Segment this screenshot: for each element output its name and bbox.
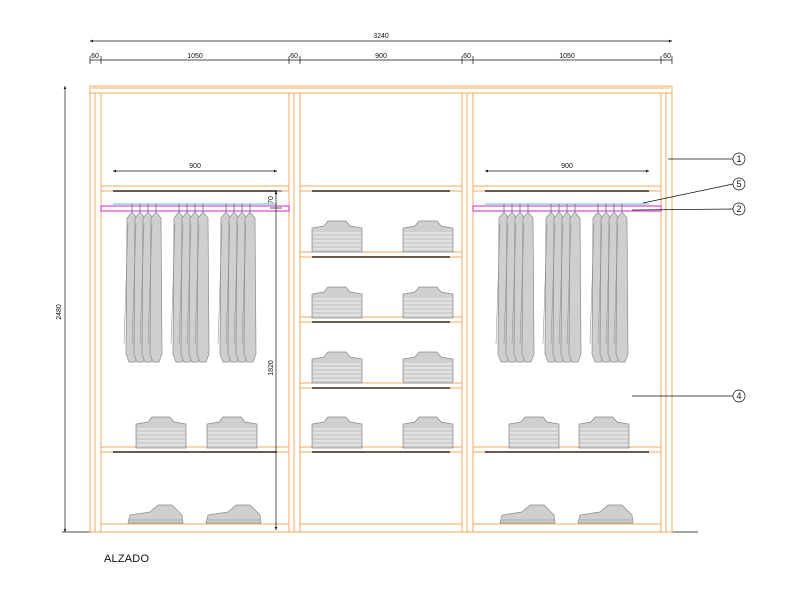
hanging-jacket-icon — [613, 204, 629, 363]
dim-overall-width: 3240 — [373, 33, 389, 40]
callout-2: 2 — [736, 204, 741, 214]
folded-shirt-icon — [135, 416, 187, 449]
hanging-clothes — [123, 204, 629, 363]
dim-bay-left: 1050 — [187, 53, 203, 60]
folded-shirt-icon — [508, 416, 560, 449]
dim-side-left: 60 — [91, 53, 99, 60]
drawing-title: ALZADO — [104, 553, 150, 565]
shelf-center-5 — [299, 446, 463, 453]
callout-1: 1 — [736, 154, 741, 164]
shelf-left-bottom — [100, 446, 290, 453]
folded-shirt-icon — [578, 416, 630, 449]
hanging-jacket-icon — [147, 204, 163, 363]
wardrobe-carcass — [89, 85, 673, 533]
dim-ticks — [89, 56, 673, 64]
folded-shirt-icon — [402, 351, 454, 384]
folded-shirts — [135, 220, 630, 449]
shelves — [100, 185, 662, 453]
dim-rail-width-right: 900 — [561, 163, 573, 170]
folded-shirt-icon — [402, 220, 454, 253]
shelf-right-top — [472, 185, 662, 192]
shelf-center-2 — [299, 251, 463, 258]
hanging-jacket-icon — [241, 204, 257, 363]
hanging-jacket-icon — [194, 204, 210, 363]
shelf-center-1 — [299, 185, 463, 192]
folded-shirt-icon — [311, 220, 363, 253]
callouts — [631, 152, 746, 403]
shoe-icon — [205, 504, 262, 524]
dim-bay-right: 1050 — [559, 53, 575, 60]
dim-hanging-height: 1820 — [268, 360, 275, 376]
shelf-center-4 — [299, 382, 463, 389]
folded-shirt-icon — [311, 286, 363, 319]
shelf-right-bottom — [472, 446, 662, 453]
dim-overall-height: 2480 — [56, 304, 63, 320]
dim-rail-width-left: 900 — [189, 163, 201, 170]
shoe-icon — [127, 504, 184, 524]
folded-shirt-icon — [206, 416, 258, 449]
dim-side-right: 60 — [663, 53, 671, 60]
hanging-jacket-icon — [566, 204, 582, 363]
top-dimensions — [89, 39, 673, 64]
folded-shirt-icon — [311, 416, 363, 449]
hanging-height-dimension — [270, 190, 282, 530]
callout-4: 4 — [736, 391, 741, 401]
dim-bay-center: 900 — [375, 53, 387, 60]
folded-shirt-icon — [402, 416, 454, 449]
shelf-center-3 — [299, 316, 463, 323]
folded-shirt-icon — [311, 351, 363, 384]
shelf-left-top — [100, 185, 290, 192]
folded-shirt-icon — [402, 286, 454, 319]
shoe-icon — [499, 504, 556, 524]
hanging-jacket-icon — [519, 204, 535, 363]
callout-5: 5 — [736, 179, 741, 189]
dim-rod-offset: 70 — [268, 196, 275, 204]
shoes — [127, 504, 634, 524]
dim-mid-left: 60 — [290, 53, 298, 60]
dim-mid-right: 60 — [463, 53, 471, 60]
shoe-icon — [577, 504, 634, 524]
